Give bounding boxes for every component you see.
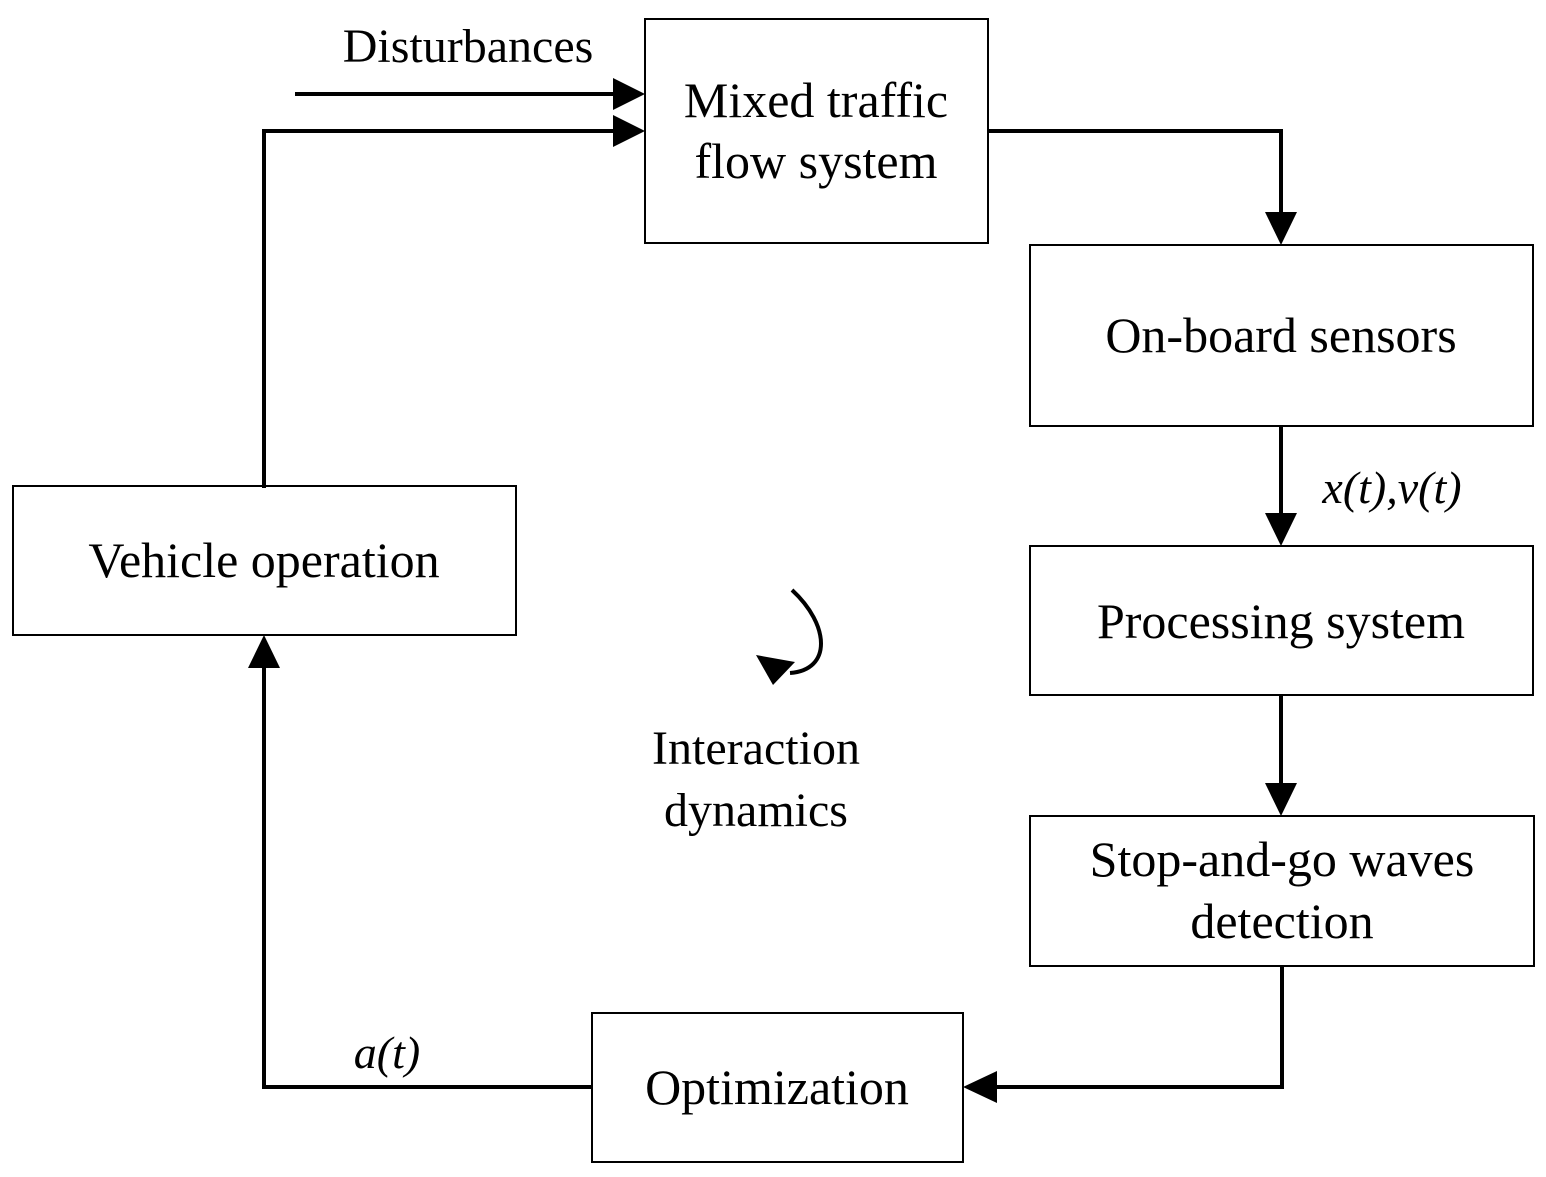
sensors-to-processing-arrow	[1265, 426, 1297, 546]
mixed-traffic-label-line1: Mixed traffic	[684, 72, 948, 128]
optimization-label: Optimization	[645, 1059, 909, 1115]
optimization-to-vehicle-arrow	[248, 635, 592, 1089]
control-input-arrow	[262, 115, 645, 488]
processing-to-detection-arrow	[1265, 695, 1297, 816]
interaction-cycle-arrow	[756, 588, 823, 685]
onboard-sensors-block: On-board sensors	[1029, 244, 1534, 427]
interaction-label-line1: Interaction	[652, 722, 860, 775]
disturbances-label: Disturbances	[343, 20, 594, 73]
vehicle-operation-block: Vehicle operation	[12, 485, 517, 636]
processing-system-block: Processing system	[1029, 545, 1534, 696]
disturbances-arrow	[295, 78, 645, 110]
optimization-block: Optimization	[591, 1012, 964, 1163]
processing-system-label: Processing system	[1097, 593, 1465, 649]
mixed-traffic-label-line2: flow system	[694, 133, 937, 189]
acceleration-signal-label: a(t)	[354, 1027, 420, 1078]
mixed-traffic-block: Mixed traffic flow system	[644, 18, 989, 244]
vehicle-operation-label: Vehicle operation	[88, 532, 439, 588]
wave-detection-label-line1: Stop-and-go waves	[1090, 831, 1475, 887]
onboard-sensors-label: On-board sensors	[1105, 307, 1456, 363]
wave-detection-block: Stop-and-go waves detection	[1029, 815, 1535, 967]
state-signal-label: x(t),v(t)	[1321, 462, 1461, 513]
wave-detection-label-line2: detection	[1190, 893, 1373, 949]
traffic-to-sensors-arrow	[988, 129, 1297, 245]
detection-to-optimization-arrow	[963, 966, 1284, 1103]
interaction-label-line2: dynamics	[664, 784, 848, 837]
